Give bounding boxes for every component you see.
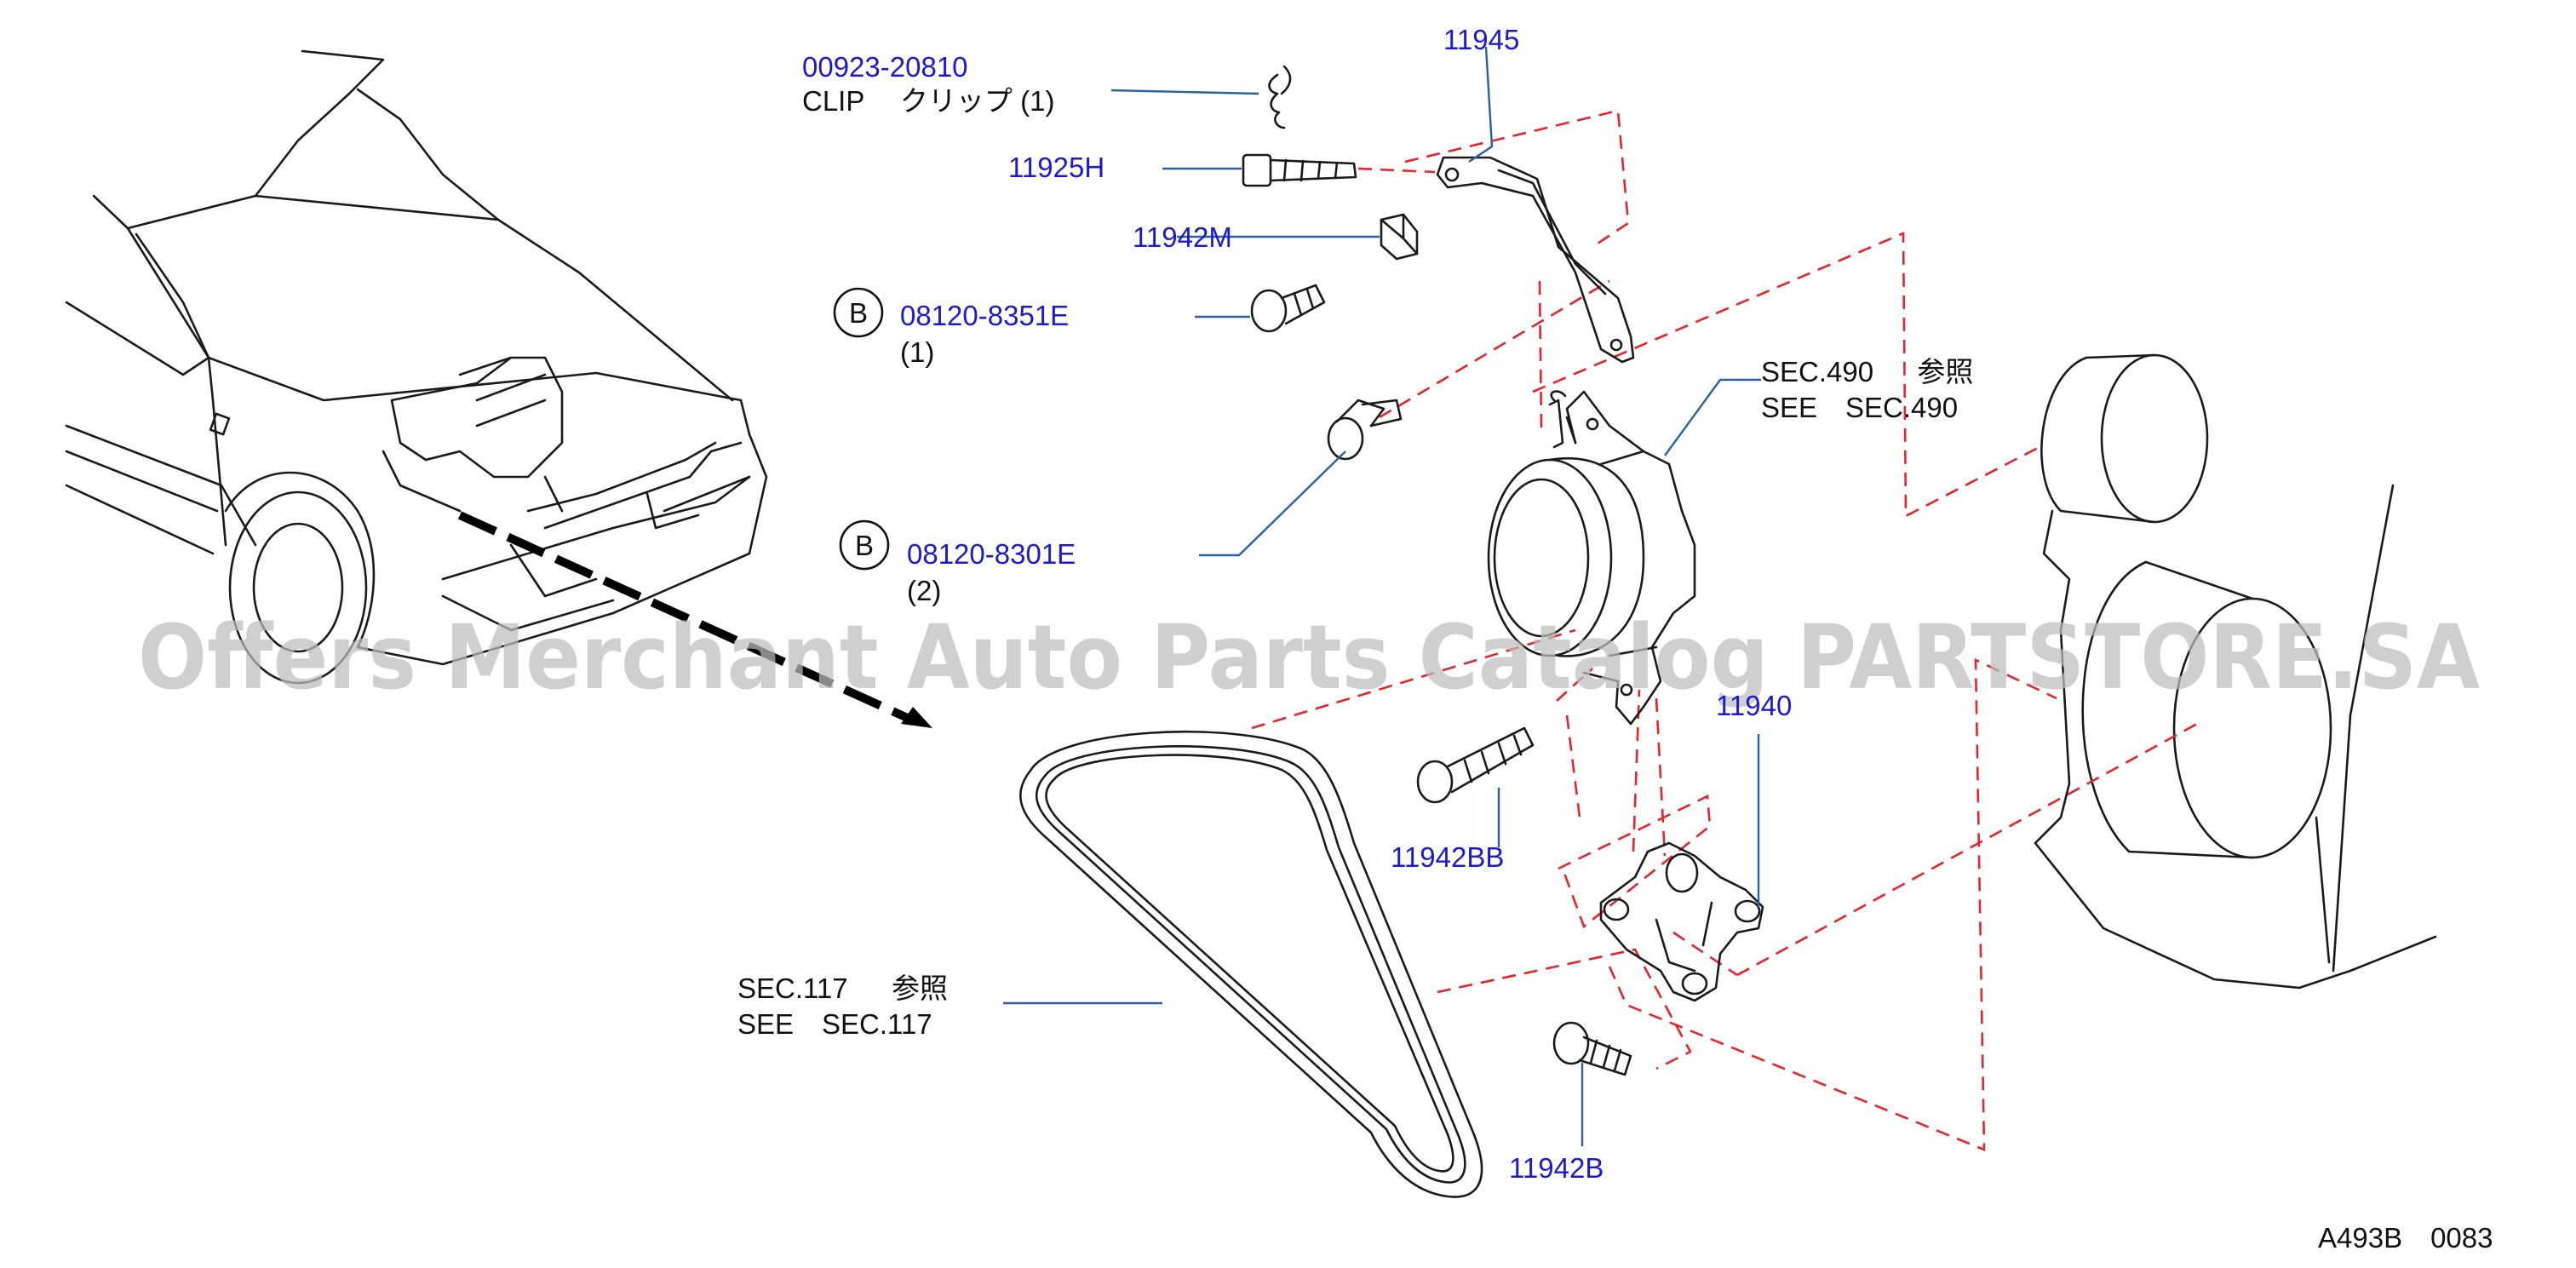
callout-clip-pn[interactable]: 00923-20810 bbox=[802, 51, 968, 83]
callout-bolt-bb-pn[interactable]: 11942BB bbox=[1391, 841, 1504, 873]
bracket-11945[interactable] bbox=[1436, 156, 1635, 364]
callout-sec490-line1[interactable]: SEC.490 参照 bbox=[1761, 356, 1973, 387]
bolt-11942b[interactable] bbox=[1552, 1021, 1632, 1076]
engine-pulley-icon bbox=[2034, 353, 2437, 990]
callout-bolt-b1-pn[interactable]: 08120-8351E bbox=[900, 300, 1069, 331]
callout-sec117-line2[interactable]: SEE SEC.117 bbox=[737, 1008, 932, 1040]
callout-bracket-pn[interactable]: 11945 bbox=[1443, 24, 1519, 55]
callout-spacer-pn[interactable]: 11942M bbox=[1133, 221, 1232, 253]
assembly-lines bbox=[1251, 109, 2198, 1151]
bolt-11942bb[interactable] bbox=[1416, 726, 1535, 804]
callout-sec117-line1[interactable]: SEC.117 参照 bbox=[737, 973, 948, 1004]
clip-icon[interactable] bbox=[1268, 65, 1292, 129]
diagram-code: A493B 0083 bbox=[2318, 1222, 2493, 1254]
bolt-08120-8301e[interactable] bbox=[1327, 399, 1403, 461]
leader-lines bbox=[1003, 46, 1761, 1146]
ref-circle-b2 bbox=[839, 519, 890, 571]
ref-circle-b1-letter: B bbox=[849, 297, 868, 329]
car-front-outline-icon bbox=[65, 49, 932, 728]
callout-bolt-h-pn[interactable]: 11925H bbox=[1008, 152, 1104, 183]
bolt-11925h[interactable] bbox=[1242, 153, 1357, 187]
callout-sec490-line2[interactable]: SEE SEC.490 bbox=[1761, 392, 1958, 423]
ref-circle-b1 bbox=[833, 287, 884, 338]
spacer-11942m[interactable] bbox=[1380, 213, 1419, 261]
callout-bolt-b1-qty: (1) bbox=[900, 336, 934, 368]
bracket-11940[interactable] bbox=[1599, 841, 1764, 1002]
vacuum-pump-icon[interactable] bbox=[1487, 390, 1696, 726]
callout-bracket-lower-pn[interactable]: 11940 bbox=[1716, 690, 1792, 721]
drive-belt-icon[interactable] bbox=[1019, 731, 1483, 1198]
callout-bolt-b-pn[interactable]: 11942B bbox=[1509, 1152, 1604, 1184]
callout-bolt-b2-qty: (2) bbox=[907, 575, 941, 606]
location-arrow bbox=[457, 511, 914, 724]
callout-bolt-b2-pn[interactable]: 08120-8301E bbox=[907, 538, 1076, 570]
callout-clip-label: CLIP クリップ (1) bbox=[802, 85, 1054, 117]
watermark-text: Offers Merchant Auto Parts Catalog PARTS… bbox=[138, 605, 2480, 709]
ref-circle-b2-letter: B bbox=[855, 530, 874, 561]
bolt-08120-8351e[interactable] bbox=[1250, 284, 1326, 333]
